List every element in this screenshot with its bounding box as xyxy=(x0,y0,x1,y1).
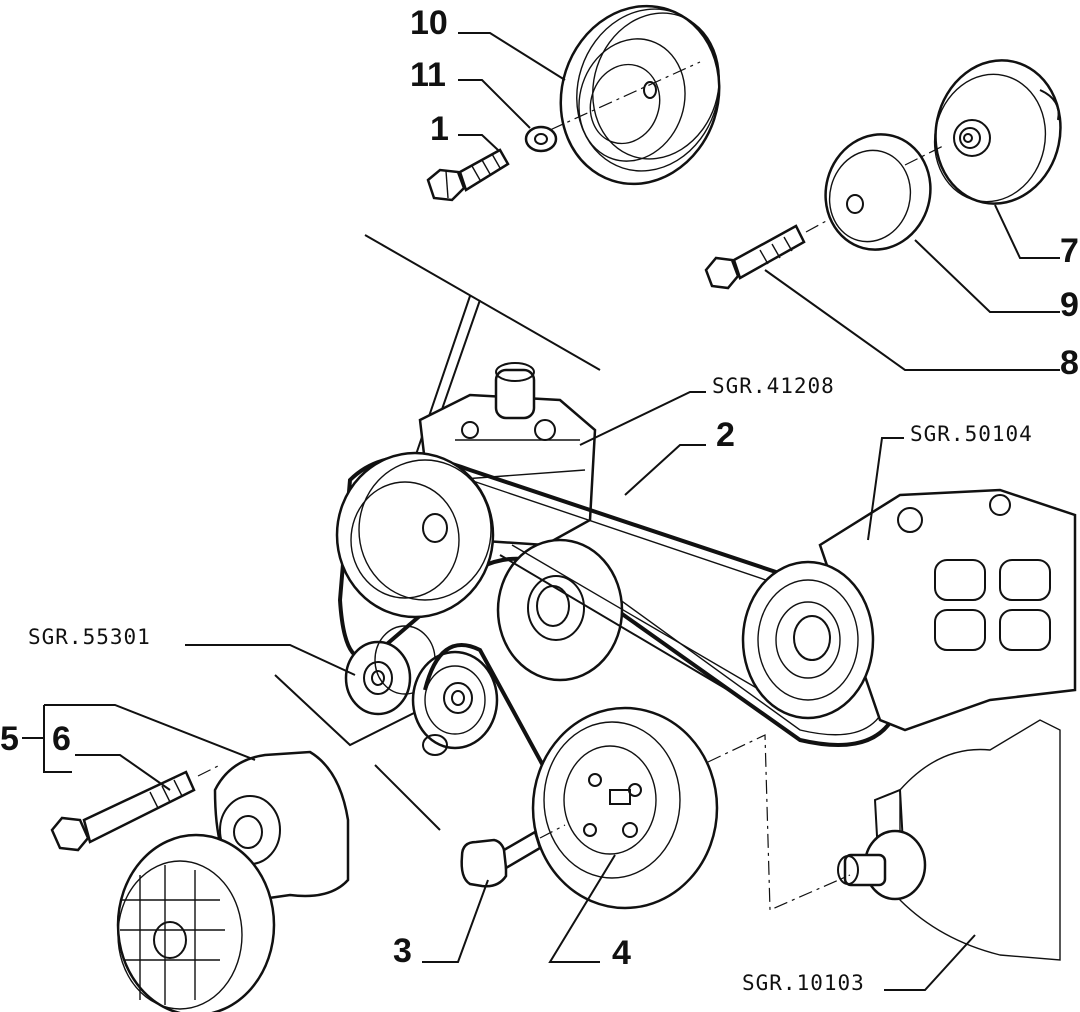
leader-4 xyxy=(548,854,616,963)
leader-6 xyxy=(75,754,171,791)
callout-11: 11 xyxy=(410,56,446,94)
pump-pulley xyxy=(335,451,495,619)
pulley-part-10 xyxy=(549,4,721,186)
callout-5: 5 xyxy=(0,720,19,758)
bracket-5-6 xyxy=(43,705,72,773)
leader-sgr-10103 xyxy=(884,934,976,991)
ref-sgr-41208: SGR.41208 xyxy=(712,374,835,398)
bolt-part-8 xyxy=(704,219,829,290)
callout-9: 9 xyxy=(1060,286,1079,324)
washer-part-11 xyxy=(524,125,558,153)
leader-sgr-50104 xyxy=(867,437,904,541)
cut-line-left xyxy=(274,674,441,747)
crankshaft-pulley-part-4 xyxy=(531,706,719,910)
callout-10: 10 xyxy=(410,4,448,42)
cut-line-upper xyxy=(364,234,601,371)
leader-9 xyxy=(914,239,1060,313)
callout-2: 2 xyxy=(716,416,735,454)
ref-sgr-55301: SGR.55301 xyxy=(28,625,151,649)
idler-pulley-part-7 xyxy=(933,59,1062,205)
leader-1 xyxy=(458,134,499,151)
leader-10 xyxy=(458,32,566,81)
callout-1: 1 xyxy=(430,110,449,148)
ac-compressor xyxy=(818,488,1077,732)
leader-11 xyxy=(458,79,531,129)
crankshaft xyxy=(707,719,1061,961)
tensioner-pulley-installed xyxy=(411,650,499,756)
leader-sgr-41208 xyxy=(579,391,706,446)
leader-7 xyxy=(994,204,1060,259)
bolt-part-6 xyxy=(50,763,223,852)
cut-line-lower xyxy=(374,764,441,831)
leader-8 xyxy=(764,269,1060,371)
leader-3 xyxy=(422,879,489,963)
leader-2 xyxy=(624,444,706,496)
callout-3: 3 xyxy=(393,932,412,970)
callout-7: 7 xyxy=(1060,232,1079,270)
compressor-pulley xyxy=(741,560,875,720)
callout-6: 6 xyxy=(52,720,71,758)
callout-8: 8 xyxy=(1060,344,1079,382)
ref-sgr-10103: SGR.10103 xyxy=(742,971,865,995)
ref-sgr-50104: SGR.50104 xyxy=(910,422,1033,446)
pulley-cover-part-9 xyxy=(824,133,946,251)
leader-sgr-55301 xyxy=(185,644,356,676)
bolt-part-3 xyxy=(460,824,566,888)
alternator-pulley xyxy=(496,538,624,682)
tensioner-assembly-part-5 xyxy=(116,750,350,1012)
bolt-part-1 xyxy=(426,148,510,202)
leader-5 xyxy=(44,704,256,761)
callout-4: 4 xyxy=(612,934,631,972)
